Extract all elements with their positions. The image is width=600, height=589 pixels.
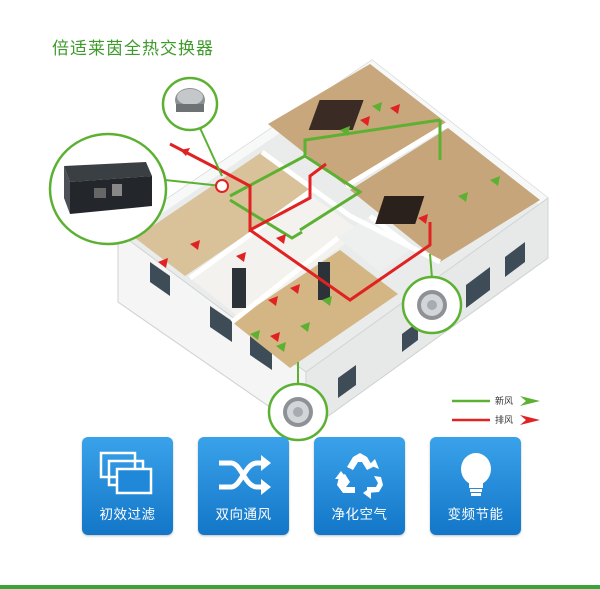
legend-exhaust-arrow xyxy=(520,415,540,425)
feature-energy: 变频节能 xyxy=(430,437,521,535)
filter-windows-icon xyxy=(99,451,152,495)
front-windows xyxy=(150,242,525,398)
feature-filter-label: 初效过滤 xyxy=(99,507,156,523)
light-bulb-icon xyxy=(460,453,491,496)
fresh-air-duct-3 xyxy=(299,154,363,232)
wall-vent-cap-icon xyxy=(175,88,205,112)
ceiling-vent-callout-line-2 xyxy=(429,253,433,279)
right-bedroom-floor xyxy=(350,128,540,262)
legend-exhaust-label: 排风 xyxy=(495,414,513,426)
exhaust-arrows xyxy=(158,104,428,342)
ceiling-diffuser-icon-2 xyxy=(417,290,447,320)
heat-exchanger-unit-icon xyxy=(64,162,152,214)
feature-purify: 净化空气 xyxy=(314,437,405,535)
fresh-air-duct xyxy=(229,118,441,198)
bed-right xyxy=(375,196,425,224)
vent-callout-line xyxy=(199,127,223,177)
legend: 新风 排风 xyxy=(452,395,540,426)
bathroom-floor xyxy=(338,216,412,272)
bottom-accent-line xyxy=(0,585,600,589)
legend-fresh-arrow xyxy=(520,396,540,406)
door-dark xyxy=(232,268,246,308)
top-bedroom-floor xyxy=(268,64,448,186)
feature-purify-label: 净化空气 xyxy=(331,507,388,523)
left-room-floor xyxy=(135,152,312,276)
feature-two-way-label: 双向通风 xyxy=(215,507,272,523)
exchanger-callout-line xyxy=(164,179,223,187)
page-title: 倍适莱茵全热交换器 xyxy=(52,39,214,59)
fresh-arrows xyxy=(250,102,500,352)
feature-two-way: 双向通风 xyxy=(198,437,289,535)
two-way-arrows-icon xyxy=(218,455,271,495)
exchanger-location-dot xyxy=(215,179,229,193)
exhaust-duct-2 xyxy=(249,222,432,302)
legend-fresh-label: 新风 xyxy=(495,395,513,407)
bed-top xyxy=(308,100,364,130)
feature-tiles: 初效过滤 双向通风 净化空气 变频节能 xyxy=(82,437,521,535)
recycle-icon xyxy=(334,453,383,499)
feature-energy-label: 变频节能 xyxy=(447,507,504,523)
feature-filter: 初效过滤 xyxy=(82,437,173,535)
ceiling-diffuser-icon-1 xyxy=(283,397,313,427)
